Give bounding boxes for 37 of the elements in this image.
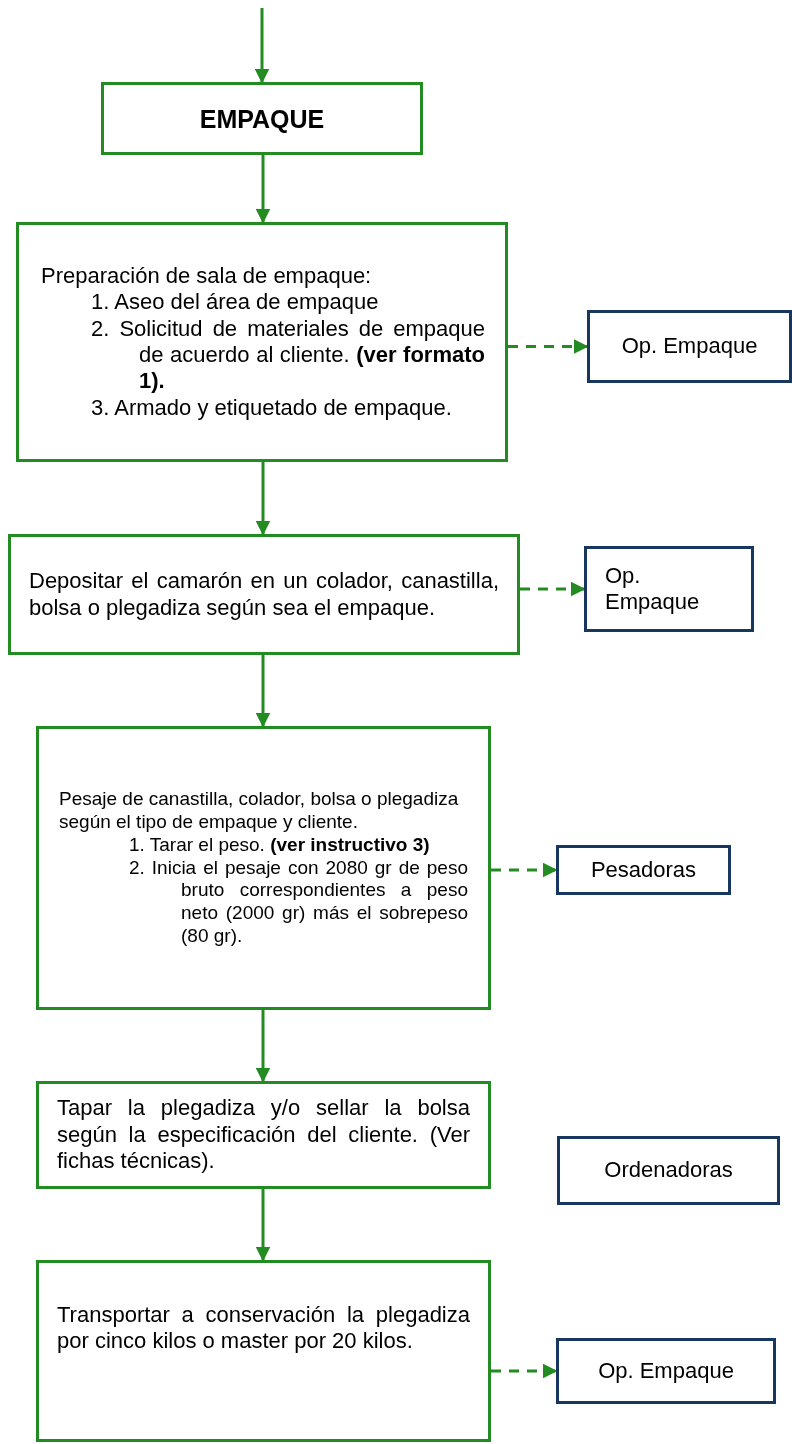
list-item: 3. Armado y etiquetado de empaque. [90, 394, 453, 422]
arrow [508, 339, 589, 354]
list-item: 2. Solicitud de materiales de empaque de acuerdo al cliente. (ver formato 1). [90, 315, 485, 395]
arrow [491, 1363, 558, 1379]
process-box [101, 82, 423, 155]
step-text: Ordenadoras [603, 1157, 734, 1184]
process-box [16, 222, 508, 462]
step-text: Transportar a conservación la plegadiza por cinco kilos o master por 20 kilos. [57, 1301, 470, 1355]
process-box [36, 726, 491, 1010]
step-text: Pesadoras [589, 856, 698, 884]
arrow [255, 655, 271, 728]
arrow [255, 155, 271, 224]
step-text: Op. Empaque [605, 562, 701, 616]
role-box [584, 546, 754, 632]
step-text: Tapar la plegadiza y/o sellar la bolsa según la especificación del cliente. (Ver fichas técnicas). [57, 1095, 470, 1175]
role-box [556, 845, 731, 895]
role-box [556, 1338, 776, 1404]
process-box [36, 1081, 491, 1189]
role-box [557, 1136, 780, 1205]
arrow [255, 462, 271, 536]
list-item: 1. Aseo del área de empaque [90, 289, 380, 316]
arrow [255, 1189, 271, 1262]
arrow [520, 581, 586, 597]
step-title: EMPAQUE [198, 103, 326, 134]
step-text: Preparación de sala de empaque: [41, 262, 373, 290]
arrow [255, 1010, 271, 1083]
arrow [491, 862, 558, 878]
list-item: 2. Inicia el pesaje con 2080 gr de peso bruto correspondientes a peso neto (2000 gr) más el sobrepeso (80 gr). [128, 856, 468, 948]
step-text: Pesaje de canastilla, colador, bolsa o plegadiza según el tipo de empaque y cliente. [59, 788, 460, 834]
step-text: Op. Empaque [620, 333, 759, 360]
step-text: Op. Empaque [597, 1357, 735, 1385]
arrow [254, 8, 270, 84]
list-item: 1. Tarar el peso. (ver instructivo 3) [128, 833, 431, 857]
step-text: Depositar el camarón en un colador, canastilla, bolsa o plegadiza según sea el empaque. [29, 568, 499, 621]
role-box [587, 310, 792, 383]
process-box [8, 534, 520, 655]
process-box [36, 1260, 491, 1442]
